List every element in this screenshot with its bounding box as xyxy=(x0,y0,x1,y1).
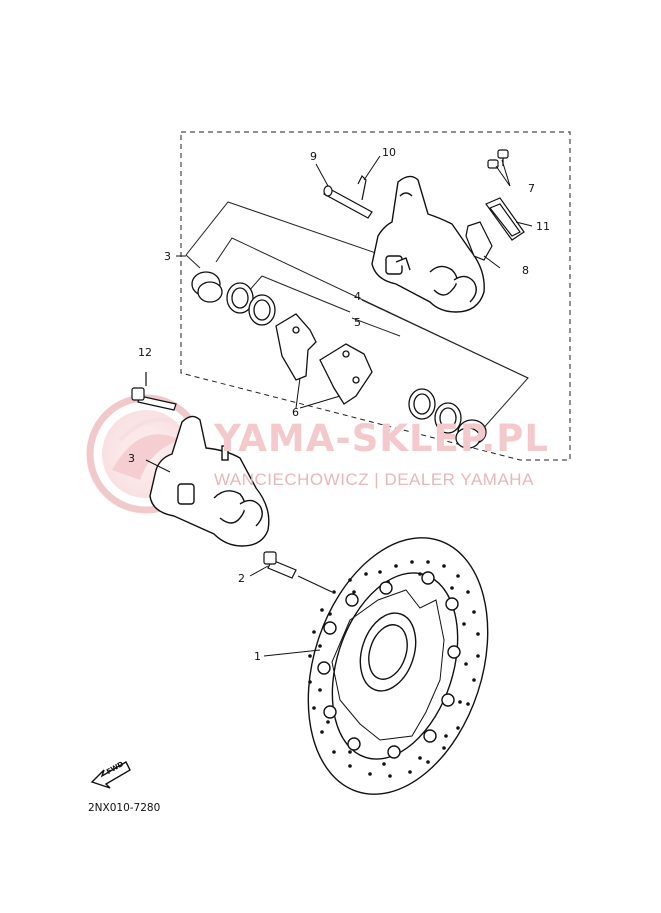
brake-pads xyxy=(275,313,373,405)
bolt-pin xyxy=(323,174,373,219)
disc-bolt xyxy=(263,551,297,579)
callout-5: 5 xyxy=(354,316,361,329)
callout-3-kit: 3 xyxy=(164,250,171,263)
bleeder-screws xyxy=(487,149,509,169)
disc-holes xyxy=(308,560,480,778)
callout-1: 1 xyxy=(254,650,261,663)
pad-leader-lines xyxy=(295,377,341,409)
caliper-kit xyxy=(371,175,485,313)
fwd-arrow-icon xyxy=(90,761,131,789)
callout-2: 2 xyxy=(238,572,245,585)
caliper-assembly xyxy=(149,415,270,547)
callout-9: 9 xyxy=(310,150,317,163)
kit-outline xyxy=(180,131,571,461)
watermark-subtitle: WANCIECHOWICZ | DEALER YAMAHA xyxy=(214,470,534,489)
leader-lines xyxy=(145,155,533,657)
bolt-12 xyxy=(131,372,177,411)
callout-12: 12 xyxy=(138,346,152,359)
callout-10: 10 xyxy=(382,146,396,159)
watermark-title: YAMA-SKLEP.PL xyxy=(214,417,549,460)
piston-set-upper xyxy=(191,271,276,326)
callout-8: 8 xyxy=(522,264,529,277)
callout-4: 4 xyxy=(354,290,361,303)
diagram-code: 2NX010-7280 xyxy=(88,802,161,814)
callout-11: 11 xyxy=(536,220,550,233)
brake-disc xyxy=(307,537,489,795)
disc-rivets xyxy=(317,571,461,759)
callout-6: 6 xyxy=(292,406,299,419)
callout-7: 7 xyxy=(528,182,535,195)
callout-3-assembly: 3 xyxy=(128,452,135,465)
piston-set-lower xyxy=(408,388,487,449)
pad-spring-shim xyxy=(465,197,525,261)
assembly-bracket-lines xyxy=(185,201,529,433)
